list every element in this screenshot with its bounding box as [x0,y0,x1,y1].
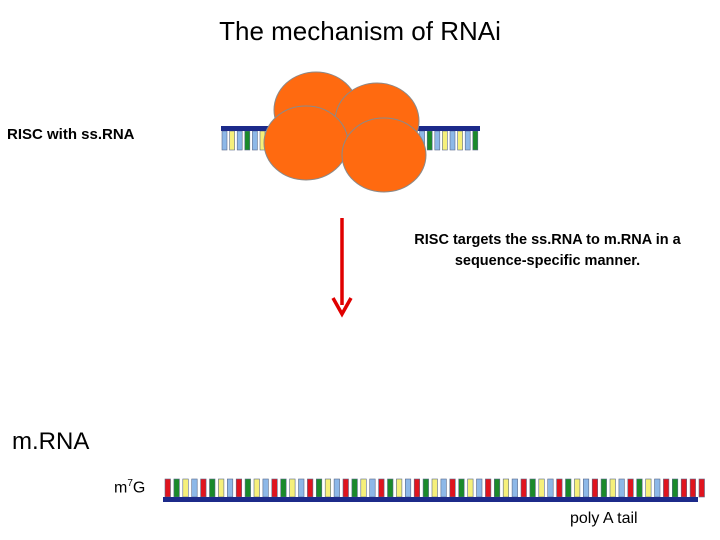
polya-label: poly A tail [570,510,638,527]
nucleotide-base [476,478,483,498]
nucleotide-base [280,478,287,498]
nucleotide-base [671,478,679,498]
mrna-label: m.RNA [12,428,90,455]
nucleotide-base [191,478,198,498]
nucleotide-base [351,478,358,498]
nucleotide-base [173,478,180,498]
nucleotide-base [520,478,527,498]
nucleotide-base [422,478,429,498]
nucleotide-base [511,478,518,498]
nucleotide-base [689,478,696,498]
nucleotide-base [449,130,456,151]
risc-label: RISC with ss.RNA [7,126,135,143]
nucleotide-base [271,478,278,498]
page-title: The mechanism of RNAi [219,16,501,46]
nucleotide-base [244,478,251,498]
nucleotide-base [244,130,251,151]
mrna-bases [164,478,705,498]
nucleotide-base [565,478,572,498]
nucleotide-base [218,478,225,498]
mrna-backbone [163,497,698,502]
risc-targeting-caption: RISC targets the ss.RNA to m.RNA in a se… [395,230,700,272]
nucleotide-base [221,130,228,151]
nucleotide-base [574,478,581,498]
nucleotide-base [200,478,207,498]
nucleotide-base [547,478,554,498]
nucleotide-base [431,478,438,498]
nucleotide-base [413,478,421,498]
nucleotide-base [485,478,492,498]
nucleotide-base [252,130,258,151]
cap-label-end: G [132,479,146,497]
nucleotide-base [404,478,412,498]
nucleotide-base [164,478,171,498]
nucleotide-base [333,478,340,498]
nucleotide-base [464,130,471,151]
nucleotide-base [467,478,474,498]
nucleotide-base [457,130,463,151]
nucleotide-base [442,130,448,151]
down-arrow [331,218,353,318]
nucleotide-base [627,478,634,498]
nucleotide-base [582,478,590,498]
nucleotide-base [529,478,536,498]
nucleotide-base [360,478,367,498]
nucleotide-base [426,130,433,151]
caption-line-2: sequence-specific manner. [454,253,641,269]
cap-label: m7G [114,478,145,497]
nucleotide-base [618,478,625,498]
mrna-strand [163,478,705,502]
nucleotide-base [229,130,235,151]
nucleotide-base [440,478,447,498]
nucleotide-base [502,478,510,498]
nucleotide-base [654,478,661,498]
nucleotide-base [289,478,296,498]
nucleotide-base [342,478,349,498]
nucleotide-base [236,130,243,151]
nucleotide-base [434,130,441,151]
nucleotide-base [235,478,242,498]
nucleotide-base [387,478,394,498]
nucleotide-base [538,478,545,498]
nucleotide-base [663,478,670,498]
nucleotide-base [227,478,234,498]
nucleotide-base [253,478,260,498]
nucleotide-base [209,478,216,498]
nucleotide-base [591,478,599,498]
nucleotide-base [378,478,385,498]
nucleotide-base [262,478,269,498]
nucleotide-base [324,478,332,498]
nucleotide-base [493,478,501,498]
nucleotide-base [369,478,376,498]
nucleotide-base [556,478,563,498]
nucleotide-base [182,478,189,498]
nucleotide-base [609,478,616,498]
nucleotide-base [315,478,323,498]
cap-label-base: m [114,479,128,497]
nucleotide-base [472,130,479,151]
nucleotide-base [698,478,705,498]
nucleotide-base [645,478,652,498]
nucleotide-base [680,478,688,498]
nucleotide-base [298,478,305,498]
risc-subunit-bottom-left [263,105,349,181]
nucleotide-base [396,478,403,498]
nucleotide-base [449,478,456,498]
nucleotide-base [458,478,465,498]
risc-complex [263,71,427,193]
nucleotide-base [307,478,314,498]
nucleotide-base [636,478,643,498]
nucleotide-base [600,478,607,498]
caption-line-1: RISC targets the ss.RNA to m.RNA in a [414,232,681,248]
cap-label-superscript: 7 [127,478,133,489]
risc-subunit-bottom-right [341,117,427,193]
